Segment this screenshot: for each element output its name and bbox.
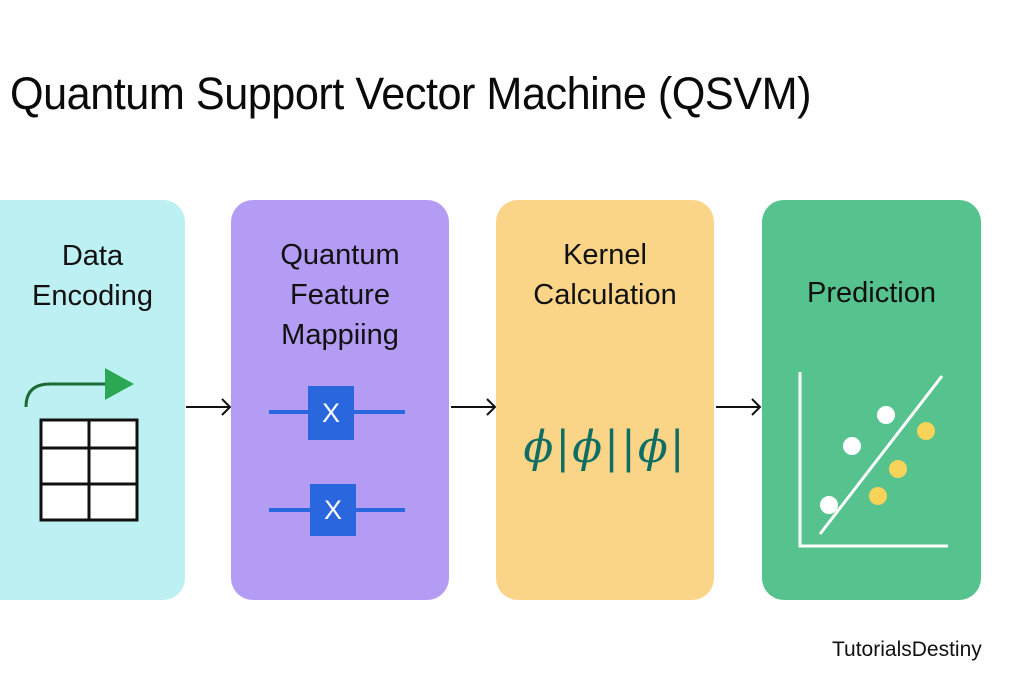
stage-label-line: Mappiing bbox=[281, 319, 399, 351]
table-with-arrow-icon bbox=[24, 368, 139, 522]
stage-label-line: Quantum bbox=[280, 239, 400, 271]
flow-arrow-icon bbox=[451, 398, 497, 416]
quantum-x-gate-icon: X bbox=[269, 384, 405, 440]
stage-quantum-feature-mapping: Quantum Feature Mappiing X X bbox=[231, 200, 449, 600]
scatter-separator-icon bbox=[798, 372, 948, 548]
stage-prediction: Prediction bbox=[762, 200, 981, 600]
class-b-point bbox=[889, 460, 907, 478]
data-table-grid bbox=[39, 418, 139, 522]
phi-kernel-icon: ϕ|ϕ||ϕ| bbox=[523, 422, 687, 473]
stage-label: Kernel Calculation bbox=[496, 235, 714, 315]
stage-data-encoding: Data Encoding bbox=[0, 200, 185, 600]
class-b-point bbox=[917, 422, 935, 440]
class-a-point bbox=[843, 437, 861, 455]
stage-label: Quantum Feature Mappiing bbox=[231, 235, 449, 355]
curved-arrow-shaft bbox=[24, 382, 110, 408]
flow-arrow-icon bbox=[716, 398, 762, 416]
stage-label-line: Prediction bbox=[807, 277, 936, 309]
arrow-head bbox=[105, 368, 134, 400]
quantum-x-gate-icon: X bbox=[269, 482, 405, 538]
stage-label-line: Calculation bbox=[533, 279, 677, 311]
decision-boundary bbox=[818, 375, 944, 535]
class-a-point bbox=[820, 496, 838, 514]
plot-axes bbox=[798, 372, 948, 548]
class-a-point bbox=[877, 406, 895, 424]
stage-label-line: Feature bbox=[290, 279, 390, 311]
stage-label-line: Encoding bbox=[32, 280, 153, 312]
watermark: TutorialsDestiny bbox=[832, 638, 982, 661]
stage-kernel-calculation: Kernel Calculation ϕ|ϕ||ϕ| bbox=[496, 200, 714, 600]
stage-label: Data Encoding bbox=[0, 236, 185, 316]
stage-label-line: Kernel bbox=[563, 239, 647, 271]
x-gate: X bbox=[310, 484, 356, 536]
class-b-point bbox=[869, 487, 887, 505]
diagram-title: Quantum Support Vector Machine (QSVM) bbox=[10, 68, 811, 119]
flow-arrow-icon bbox=[186, 398, 232, 416]
x-gate: X bbox=[308, 386, 354, 440]
stage-label-line: Data bbox=[61, 240, 124, 272]
stage-label: Prediction bbox=[762, 273, 981, 313]
